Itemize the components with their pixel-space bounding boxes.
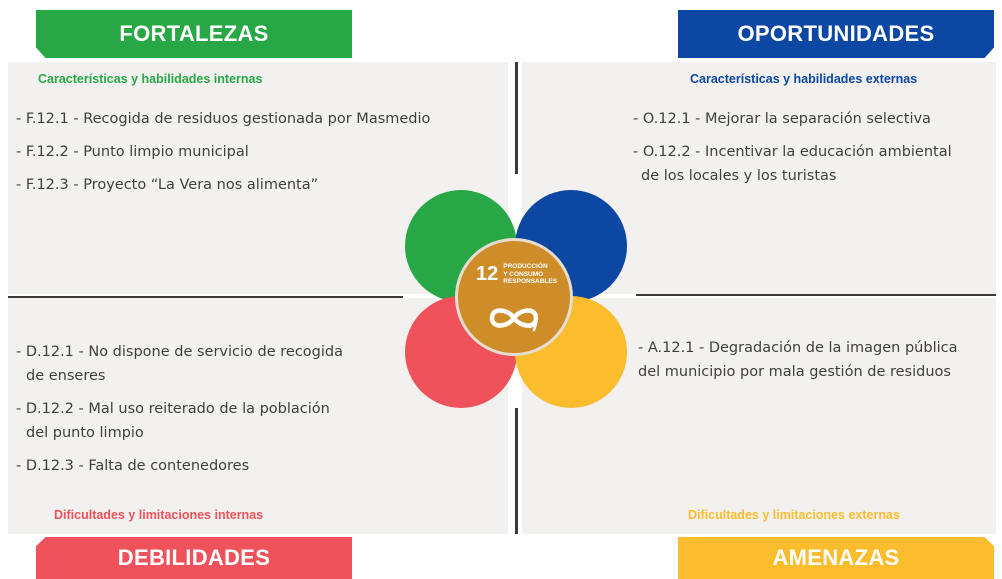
list-item: del punto limpio — [26, 425, 144, 441]
list-oportunidades: - O.12.1 - Mejorar la separación selecti… — [633, 107, 998, 197]
infinity-icon — [489, 308, 539, 332]
divider-vertical-top — [515, 62, 518, 174]
tab-debilidades: DEBILIDADES — [36, 537, 352, 579]
divider-horizontal-left — [8, 296, 403, 298]
list-amenazas: - A.12.1 - Degradación de la imagen públ… — [638, 336, 1000, 393]
list-debilidades: - D.12.1 - No dispone de servicio de rec… — [16, 340, 416, 487]
list-item: de enseres — [26, 368, 106, 384]
tab-amenazas: AMENAZAS — [678, 537, 994, 579]
sdg12-header: 12 PRODUCCIÓN Y CONSUMO RESPONSABLES — [476, 263, 557, 286]
list-item: - D.12.3 - Falta de contenedores — [16, 458, 250, 474]
list-item: - F.12.1 - Recogida de residuos gestiona… — [16, 111, 431, 127]
subtitle-amenazas: Dificultades y limitaciones externas — [688, 508, 900, 522]
tab-fortalezas: FORTALEZAS — [36, 10, 352, 58]
subtitle-debilidades: Dificultades y limitaciones internas — [54, 508, 264, 522]
sdg12-title: PRODUCCIÓN Y CONSUMO RESPONSABLES — [503, 263, 557, 286]
list-item: - A.12.1 - Degradación de la imagen públ… — [638, 340, 958, 356]
list-fortalezas: - F.12.1 - Recogida de residuos gestiona… — [16, 107, 506, 206]
list-item: - O.12.2 - Incentivar la educación ambie… — [633, 144, 952, 160]
divider-vertical-bottom — [515, 408, 518, 534]
tab-oportunidades: OPORTUNIDADES — [678, 10, 994, 58]
subtitle-fortalezas: Características y habilidades internas — [38, 72, 263, 86]
sdg12-emblem: 12 PRODUCCIÓN Y CONSUMO RESPONSABLES — [455, 238, 573, 356]
sdg12-number: 12 — [476, 263, 499, 286]
sdg12-line1: PRODUCCIÓN — [503, 263, 548, 270]
sdg12-line3: RESPONSABLES — [503, 278, 558, 285]
list-item: - F.12.2 - Punto limpio municipal — [16, 144, 249, 160]
divider-horizontal-right — [636, 294, 996, 296]
list-item: - D.12.2 - Mal uso reiterado de la pobla… — [16, 401, 330, 417]
sdg12-line2: Y CONSUMO — [503, 270, 544, 278]
list-item: de los locales y los turistas — [641, 168, 837, 184]
list-item: del municipio por mala gestión de residu… — [638, 364, 951, 380]
list-item: - F.12.3 - Proyecto “La Vera nos aliment… — [16, 177, 319, 193]
list-item: - D.12.1 - No dispone de servicio de rec… — [16, 344, 343, 360]
list-item: - O.12.1 - Mejorar la separación selecti… — [633, 111, 931, 127]
subtitle-oportunidades: Características y habilidades externas — [690, 72, 918, 86]
